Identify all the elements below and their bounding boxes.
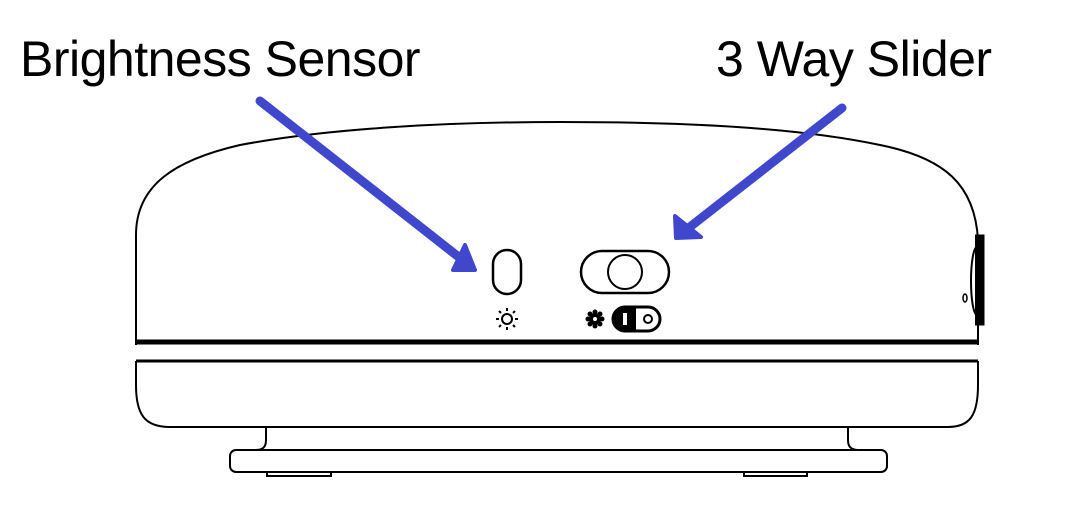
- slider-knob[interactable]: [607, 254, 643, 290]
- three-way-slider-label: 3 Way Slider: [716, 31, 992, 87]
- stand-base: [229, 449, 888, 473]
- three-way-slider-switch[interactable]: [579, 249, 671, 295]
- three-way-slider-arrow: [673, 103, 847, 240]
- device-dome-outline: [135, 120, 979, 345]
- toggle-icon: [611, 305, 662, 333]
- side-led: [962, 293, 968, 303]
- side-button-ring: [970, 246, 984, 316]
- device-lower-body: [135, 361, 979, 428]
- gear-icon: [585, 309, 605, 329]
- sun-icon: [496, 308, 518, 330]
- brightness-sensor-arrow: [255, 96, 477, 272]
- stand-neck: [254, 427, 861, 451]
- brightness-sensor-window: [491, 248, 523, 296]
- device-body: [135, 120, 985, 477]
- brightness-sensor-label: Brightness Sensor: [20, 31, 421, 87]
- stand-foot-right: [743, 471, 808, 477]
- stand-foot-left: [266, 471, 332, 477]
